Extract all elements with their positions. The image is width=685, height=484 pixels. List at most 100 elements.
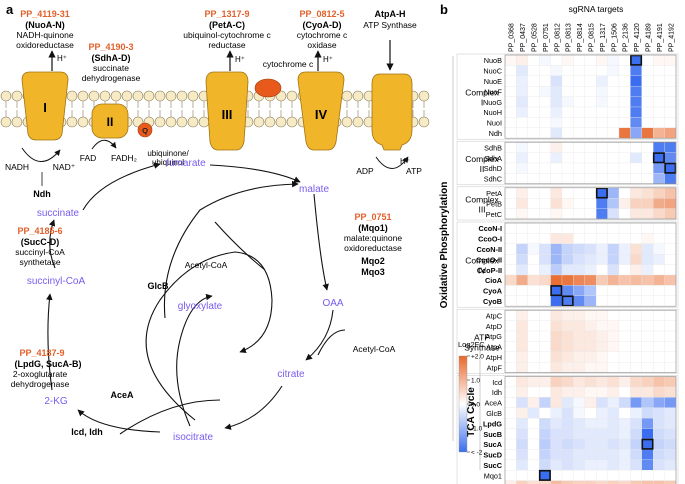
- lipid-head: [154, 116, 166, 128]
- heatmap-cell: [664, 152, 677, 164]
- complex-i-name: (NuoA-N): [25, 20, 65, 30]
- metabolites: fumarate malate OAA citrate isocitrate 2…: [27, 158, 344, 443]
- heatmap-cell: [550, 65, 563, 76]
- heatmap-cell: [641, 254, 654, 265]
- sucd-name: (SucC-D): [21, 237, 60, 247]
- metabolite-isocitrate: isocitrate: [173, 432, 213, 443]
- heatmap-cell: [664, 208, 677, 220]
- heatmap-cell: [641, 86, 654, 97]
- heatmap-cell: [516, 243, 528, 255]
- heatmap-cell: [539, 187, 551, 199]
- heatmap-cell: [596, 208, 608, 220]
- complex-iv-desc-1: cytochrome c: [297, 30, 348, 40]
- heatmap-cell: [607, 233, 620, 244]
- heatmap-cell: [550, 376, 563, 388]
- fad-arrow: [91, 139, 117, 150]
- heatmap-cell: [584, 96, 597, 108]
- heatmap-cell: [618, 418, 631, 429]
- row-label: PetB: [486, 199, 502, 208]
- row-label: AtpA: [486, 343, 502, 352]
- heatmap-cell: [573, 254, 585, 265]
- highlight-box: [538, 469, 551, 481]
- heatmap-cell: [504, 310, 517, 321]
- heatmap-cell: [653, 243, 665, 255]
- heatmap-cell: [573, 117, 585, 128]
- heatmap-cell: [584, 428, 597, 440]
- heatmap-cell: [641, 285, 654, 296]
- heatmap-cell: [630, 162, 642, 174]
- heatmap-cell: [550, 449, 563, 460]
- heatmap-cell: [664, 142, 677, 153]
- heatmap-cell: [641, 407, 654, 419]
- heatmap-cell: [504, 418, 517, 429]
- heatmap-cell: [618, 54, 631, 66]
- heatmap-cell: [550, 470, 563, 481]
- heatmap-cell: [539, 274, 551, 286]
- heatmap-cell: [561, 438, 574, 450]
- heatmap-cell: [527, 362, 540, 373]
- heatmap-cell: [584, 187, 597, 199]
- heatmap-cell: [664, 117, 677, 128]
- heatmap-cell: [550, 173, 563, 184]
- highlight-box: [664, 162, 677, 174]
- heatmap-cell: [618, 330, 631, 342]
- heatmap-cell: [539, 407, 551, 419]
- arrow-glyoxylate-malate: [163, 180, 299, 319]
- heatmap-cell: [516, 187, 528, 199]
- heatmap-cell: [504, 117, 517, 128]
- heatmap-cell: [539, 86, 551, 97]
- heatmap-cell: [504, 407, 517, 419]
- heatmap-cell: [596, 222, 608, 234]
- heatmap-cell: [516, 142, 528, 153]
- heatmap-cell: [596, 320, 608, 332]
- lipid-head: [264, 116, 276, 128]
- heatmap-cell: [641, 142, 654, 153]
- heatmap-cell: [596, 295, 608, 307]
- lipid-head: [341, 90, 353, 102]
- heatmap-cell: [618, 407, 631, 419]
- heatmap-cell: [596, 341, 608, 352]
- heatmap-cell: [618, 86, 631, 97]
- heatmap-cell: [607, 54, 620, 66]
- column-label: PP_0751: [543, 23, 550, 52]
- group-label: II: [480, 164, 485, 174]
- heatmap-cell: [618, 470, 631, 481]
- heatmap-cell: [584, 320, 597, 332]
- heatmap-cell: [607, 117, 620, 128]
- heatmap-cell: [596, 254, 608, 265]
- panel-a: a PP_4119-31 (NuoA-N) NADH-quinone oxido…: [0, 2, 430, 443]
- heatmap-cell: [630, 376, 642, 388]
- heatmap-cell: [527, 65, 540, 76]
- heatmap-cell: [664, 285, 677, 296]
- cytochrome-c-icon: [254, 78, 282, 98]
- complex-i-id: PP_4119-31: [20, 9, 70, 19]
- highlight-box: [561, 295, 574, 307]
- heatmap-cell: [527, 351, 540, 363]
- heatmap-cell: [504, 449, 517, 460]
- ubiquinone-label-1: ubiquinone/: [147, 149, 189, 158]
- heatmap-cell: [573, 362, 585, 373]
- heatmap-cell: [641, 386, 654, 398]
- legend-tick-label: +2.0: [471, 354, 484, 361]
- heatmap-cell: [561, 330, 574, 342]
- heatmap-cell: [573, 470, 585, 481]
- heatmap-cell: [504, 285, 517, 296]
- fadh-label: FADH₂: [111, 153, 137, 163]
- nadh-arrow: [21, 147, 61, 162]
- complex-iii-desc-1: ubiquinol-cytochrome c: [183, 30, 271, 40]
- arrow-citrate-isocitrate: [224, 385, 283, 430]
- heatmap-cell: [630, 341, 642, 352]
- heatmap-cell: [664, 480, 677, 484]
- complex-iii: PP_1317-9 (PetA-C) ubiquinol-cytochrome …: [183, 9, 271, 151]
- legend-title: Log2FC: [458, 340, 485, 349]
- heatmap-cell: [630, 198, 642, 209]
- heatmap-cell: [641, 351, 654, 363]
- panel-a-label: a: [6, 2, 14, 17]
- heatmap-cell: [653, 386, 665, 398]
- heatmap-cell: [504, 162, 517, 174]
- heatmap-cell: [584, 65, 597, 76]
- heatmap-cell: [527, 480, 540, 484]
- heatmap-cell: [653, 274, 665, 286]
- heatmap-cell: [584, 106, 597, 118]
- acetylcoa-1-connector: [214, 221, 266, 271]
